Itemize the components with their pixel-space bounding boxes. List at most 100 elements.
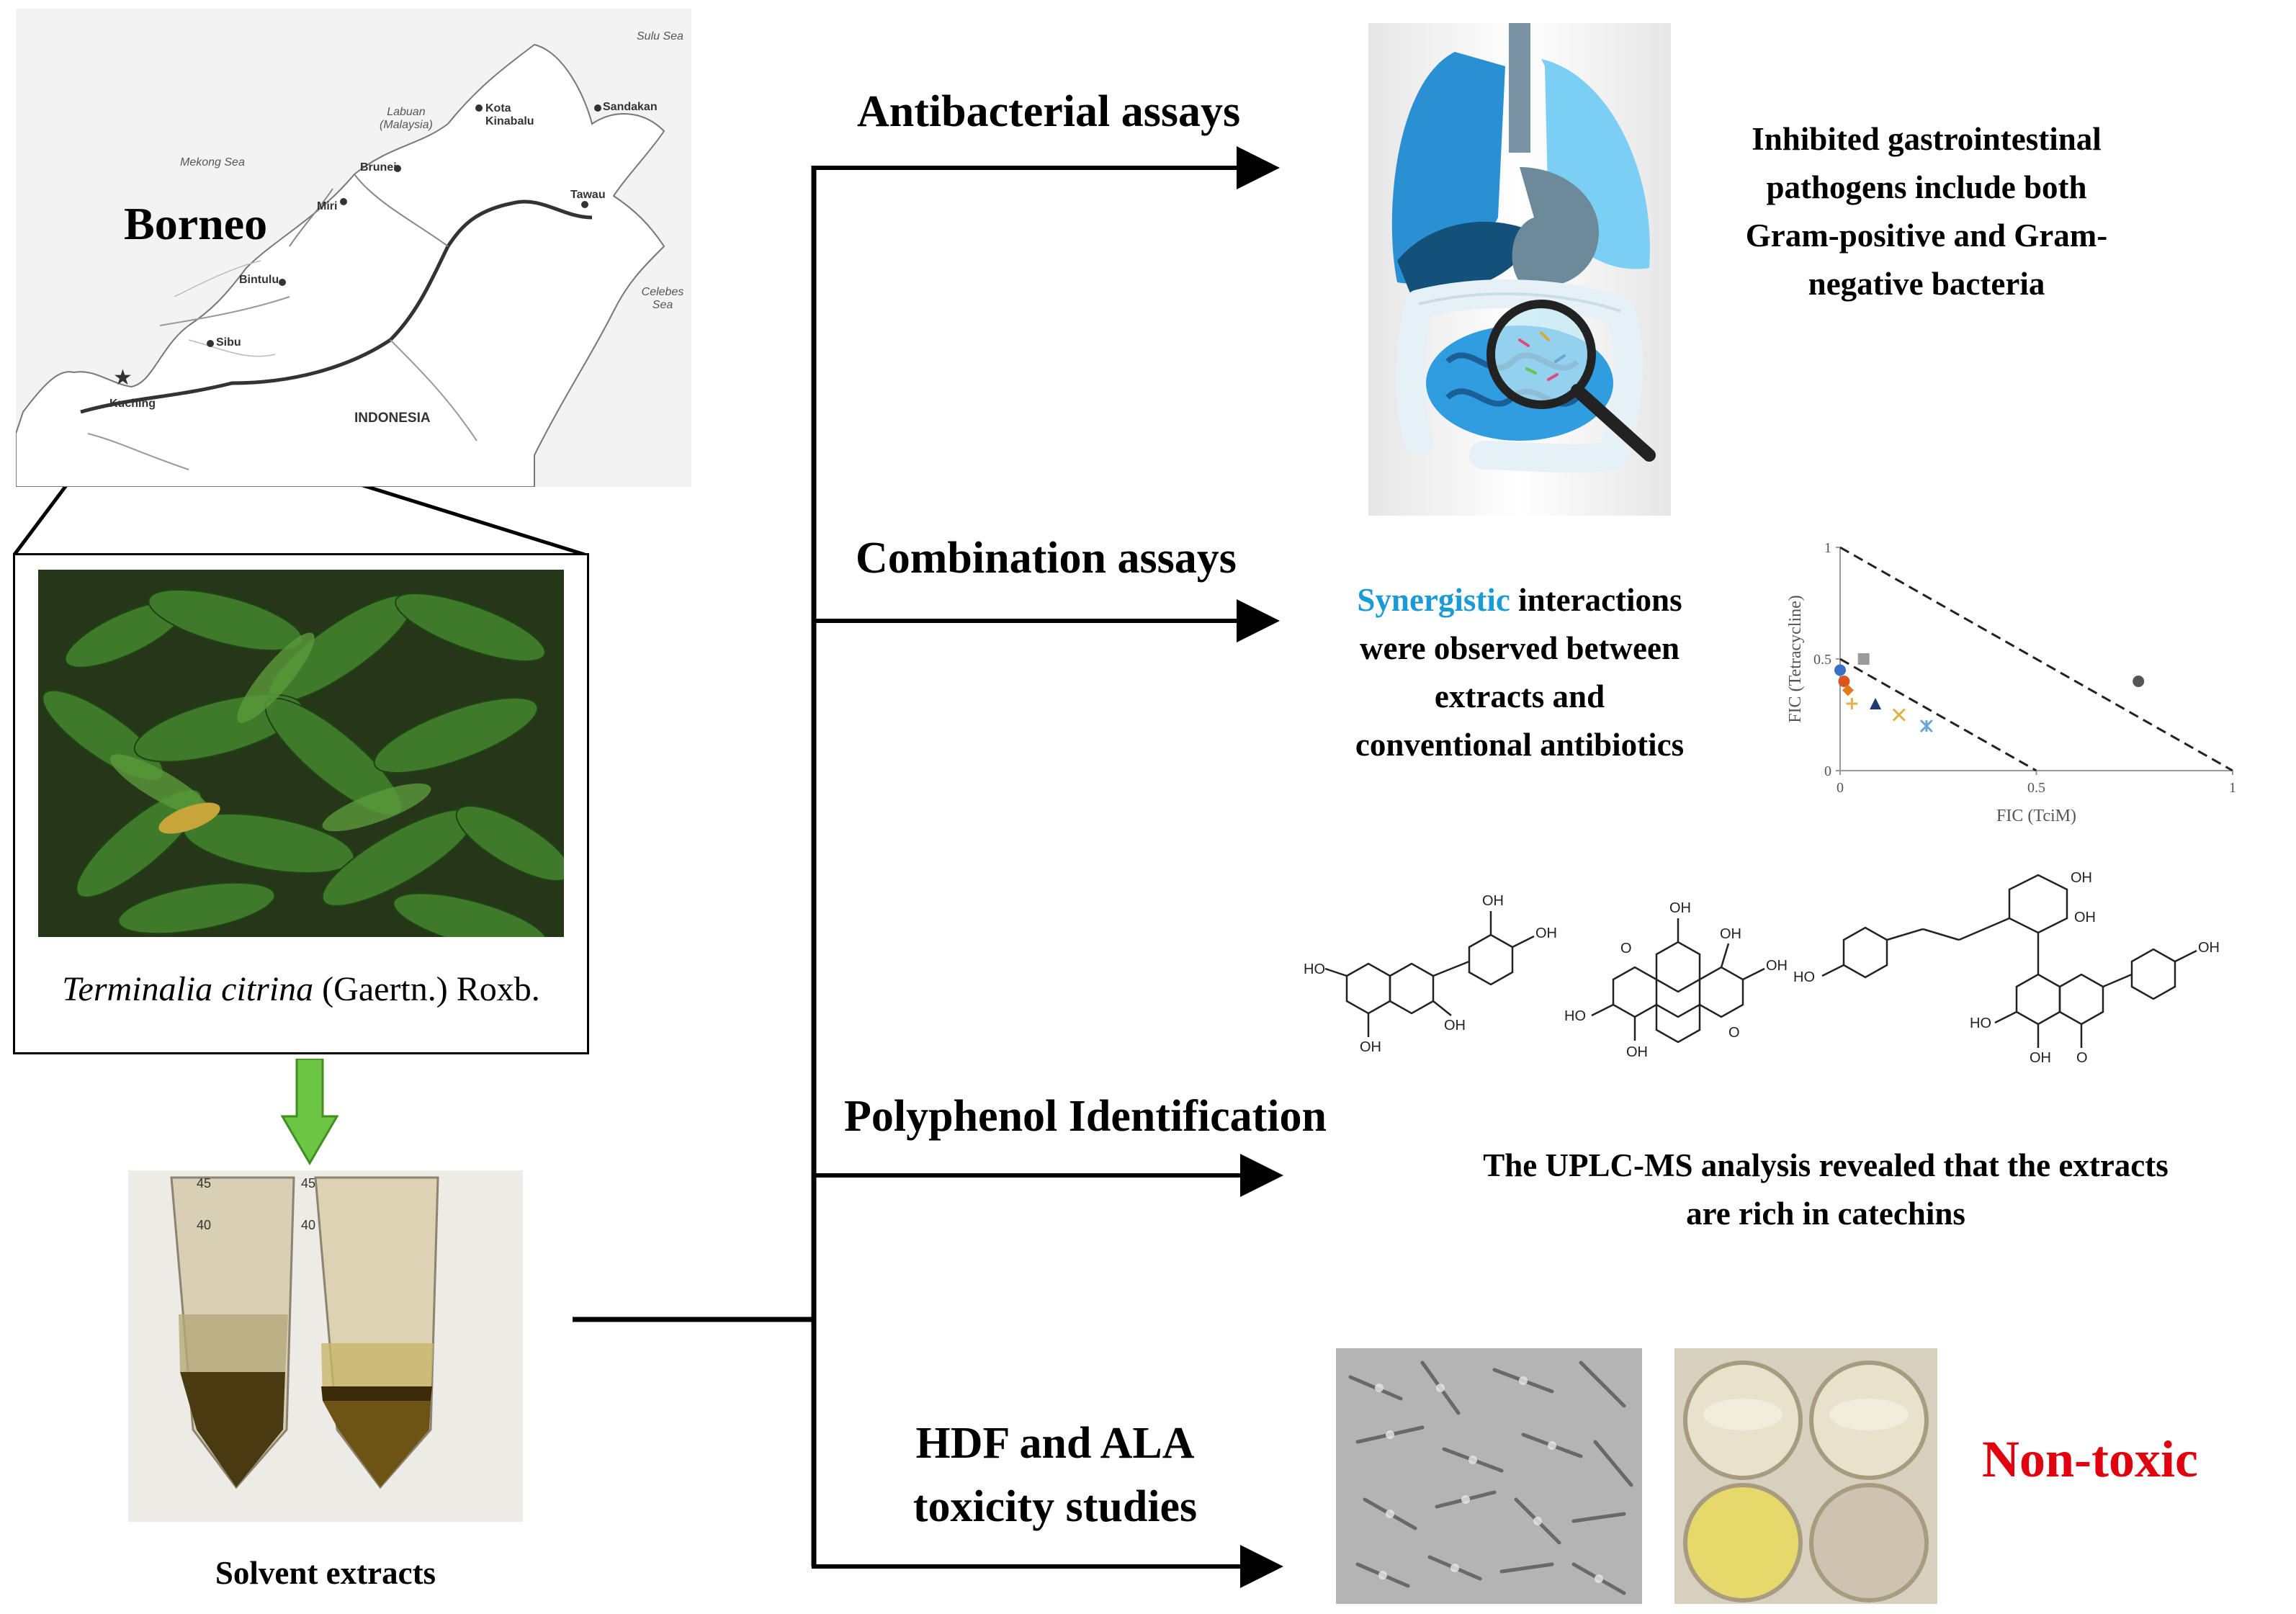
toxicity-result: Non-toxic <box>1982 1430 2198 1488</box>
extracts-caption: Solvent extracts <box>215 1555 436 1591</box>
combination-line-1: Synergistic interactions <box>1311 576 1728 624</box>
polyphenol-line-2: are rich in catechins <box>1686 1196 1965 1232</box>
atom-label: O <box>1620 941 1632 956</box>
data-point <box>1846 698 1858 709</box>
flavonoid-glycoside-structure <box>1821 874 2197 1048</box>
atom-label: OH <box>1482 893 1504 909</box>
labuan-line-2: (Malaysia) <box>380 119 433 131</box>
heading-antibacterial: Antibacterial assays <box>857 87 1241 136</box>
data-point <box>1919 719 1933 733</box>
city-miri: Miri <box>317 200 338 212</box>
combination-line-1-rest: interactions <box>1510 582 1682 618</box>
atom-label: OH <box>2071 870 2092 886</box>
combination-line-4: conventional antibiotics <box>1355 727 1685 763</box>
plant-caption: Terminalia citrina (Gaertn.) Roxb. <box>15 969 587 1009</box>
tube1-mark-2: 40 <box>197 1218 212 1232</box>
tube2-mark-2: 40 <box>301 1218 316 1232</box>
data-point <box>1857 653 1870 665</box>
atom-label: O <box>1728 1025 1740 1041</box>
sea-label-celebes: Celebes Sea <box>641 286 684 311</box>
extracts-photo: 45 40 45 40 <box>128 1170 523 1522</box>
city-kota-kinabalu: Kota Kinabalu <box>485 102 534 128</box>
species-name: Terminalia citrina <box>62 970 314 1008</box>
sea-label-mekong: Mekong Sea <box>180 156 245 169</box>
toxicity-heading-line-1: HDF and ALA <box>915 1419 1195 1468</box>
atom-label: O <box>2076 1050 2088 1066</box>
atom-label: HO <box>1793 969 1815 985</box>
x-tick-label: 1 <box>2229 780 2236 796</box>
ala-well-plate-photo <box>1674 1348 1937 1604</box>
falcon-tubes-illustration <box>128 1170 523 1522</box>
data-point <box>1892 708 1906 722</box>
plant-photo <box>38 570 564 937</box>
x-axis-title: FIC (TciM) <box>1996 807 2076 825</box>
additivity-line-2 <box>1839 658 2037 772</box>
plant-box: Terminalia citrina (Gaertn.) Roxb. <box>13 553 589 1054</box>
y-tick-label: 1 <box>1824 540 1831 556</box>
map-outline: ★ <box>16 43 665 487</box>
ellagic-acid-structure <box>1591 918 1765 1044</box>
antibacterial-line-1: Inhibited gastrointestinal <box>1752 121 2102 157</box>
additivity-line-1 <box>1839 546 2233 772</box>
atom-label: HO <box>1564 1008 1586 1024</box>
labuan-label: Labuan (Malaysia) <box>380 106 433 132</box>
plant-leaves-illustration <box>38 570 564 937</box>
antibacterial-line-2: pathogens include both <box>1766 169 2087 205</box>
atom-label: OH <box>2198 940 2220 956</box>
data-point <box>2133 676 2145 687</box>
atom-label: OH <box>1444 1018 1466 1034</box>
data-point <box>1834 664 1846 676</box>
antibacterial-finding: Inhibited gastrointestinal pathogens inc… <box>1696 115 2157 308</box>
x-tick-label: 0 <box>1837 780 1844 796</box>
y-tick-label: 0.5 <box>1813 652 1831 668</box>
tube1-mark: 45 <box>197 1176 212 1191</box>
atom-label: OH <box>1766 958 1788 974</box>
atom-label: OH <box>1360 1039 1381 1055</box>
svg-text:★: ★ <box>113 366 133 390</box>
catechin-structure <box>1324 911 1535 1037</box>
city-sibu: Sibu <box>216 336 241 349</box>
atom-label: HO <box>1304 961 1325 977</box>
kota-line-2: Kinabalu <box>485 115 534 127</box>
structure-atom-labels: HO OH OH OH OH OH OH OH HO OH O O HO OH … <box>1304 870 2220 1066</box>
combination-line-3: extracts and <box>1434 678 1605 714</box>
atom-label: OH <box>1626 1044 1648 1060</box>
toxicity-heading-line-2: toxicity studies <box>912 1482 1198 1531</box>
well-plate-illustration <box>1674 1348 1937 1604</box>
labuan-line-1: Labuan <box>387 106 426 118</box>
polyphenol-finding: The UPLC-MS analysis revealed that the e… <box>1376 1142 2276 1238</box>
atom-label: OH <box>2030 1050 2051 1066</box>
city-brunei: Brunei <box>360 161 397 174</box>
atom-label: OH <box>1535 925 1557 941</box>
atom-label: OH <box>1720 926 1741 942</box>
atom-label: OH <box>1669 900 1691 916</box>
y-axis-title: FIC (Tetracycline) <box>1786 595 1805 723</box>
y-tick-label: 0 <box>1824 763 1831 779</box>
country-label: INDONESIA <box>354 411 431 426</box>
data-point <box>1838 676 1850 687</box>
city-bintulu: Bintulu <box>239 274 279 286</box>
heading-toxicity: HDF and ALA toxicity studies <box>864 1412 1246 1538</box>
chemical-structures: HO OH OH OH OH OH OH OH HO OH O O HO OH … <box>1304 870 2220 1066</box>
heading-combination: Combination assays <box>856 534 1237 583</box>
atom-label: HO <box>1970 1016 1991 1031</box>
sea-label-sulu: Sulu Sea <box>637 30 683 42</box>
synergistic-highlight: Synergistic <box>1357 582 1510 618</box>
antibacterial-line-4: negative bacteria <box>1808 266 2045 302</box>
city-tawau: Tawau <box>570 189 606 201</box>
gut-illustration <box>1368 23 1671 516</box>
green-down-arrow <box>281 1059 338 1165</box>
kota-line-1: Kota <box>485 102 511 115</box>
city-kuching: Kuching <box>109 398 156 410</box>
polyphenol-line-1: The UPLC-MS analysis revealed that the e… <box>1483 1147 2169 1183</box>
city-sandakan: Sandakan <box>603 101 658 113</box>
data-point <box>1842 684 1854 696</box>
hdf-cell-micrograph <box>1336 1348 1642 1604</box>
cell-micrograph-illustration <box>1336 1348 1642 1604</box>
data-point <box>1870 698 1882 709</box>
borneo-map: ★ Borneo INDONESIA Sulu Sea Mekong Sea C… <box>16 9 691 487</box>
antibacterial-line-3: Gram-positive and Gram- <box>1745 218 2108 254</box>
tube2-mark: 45 <box>301 1176 316 1191</box>
